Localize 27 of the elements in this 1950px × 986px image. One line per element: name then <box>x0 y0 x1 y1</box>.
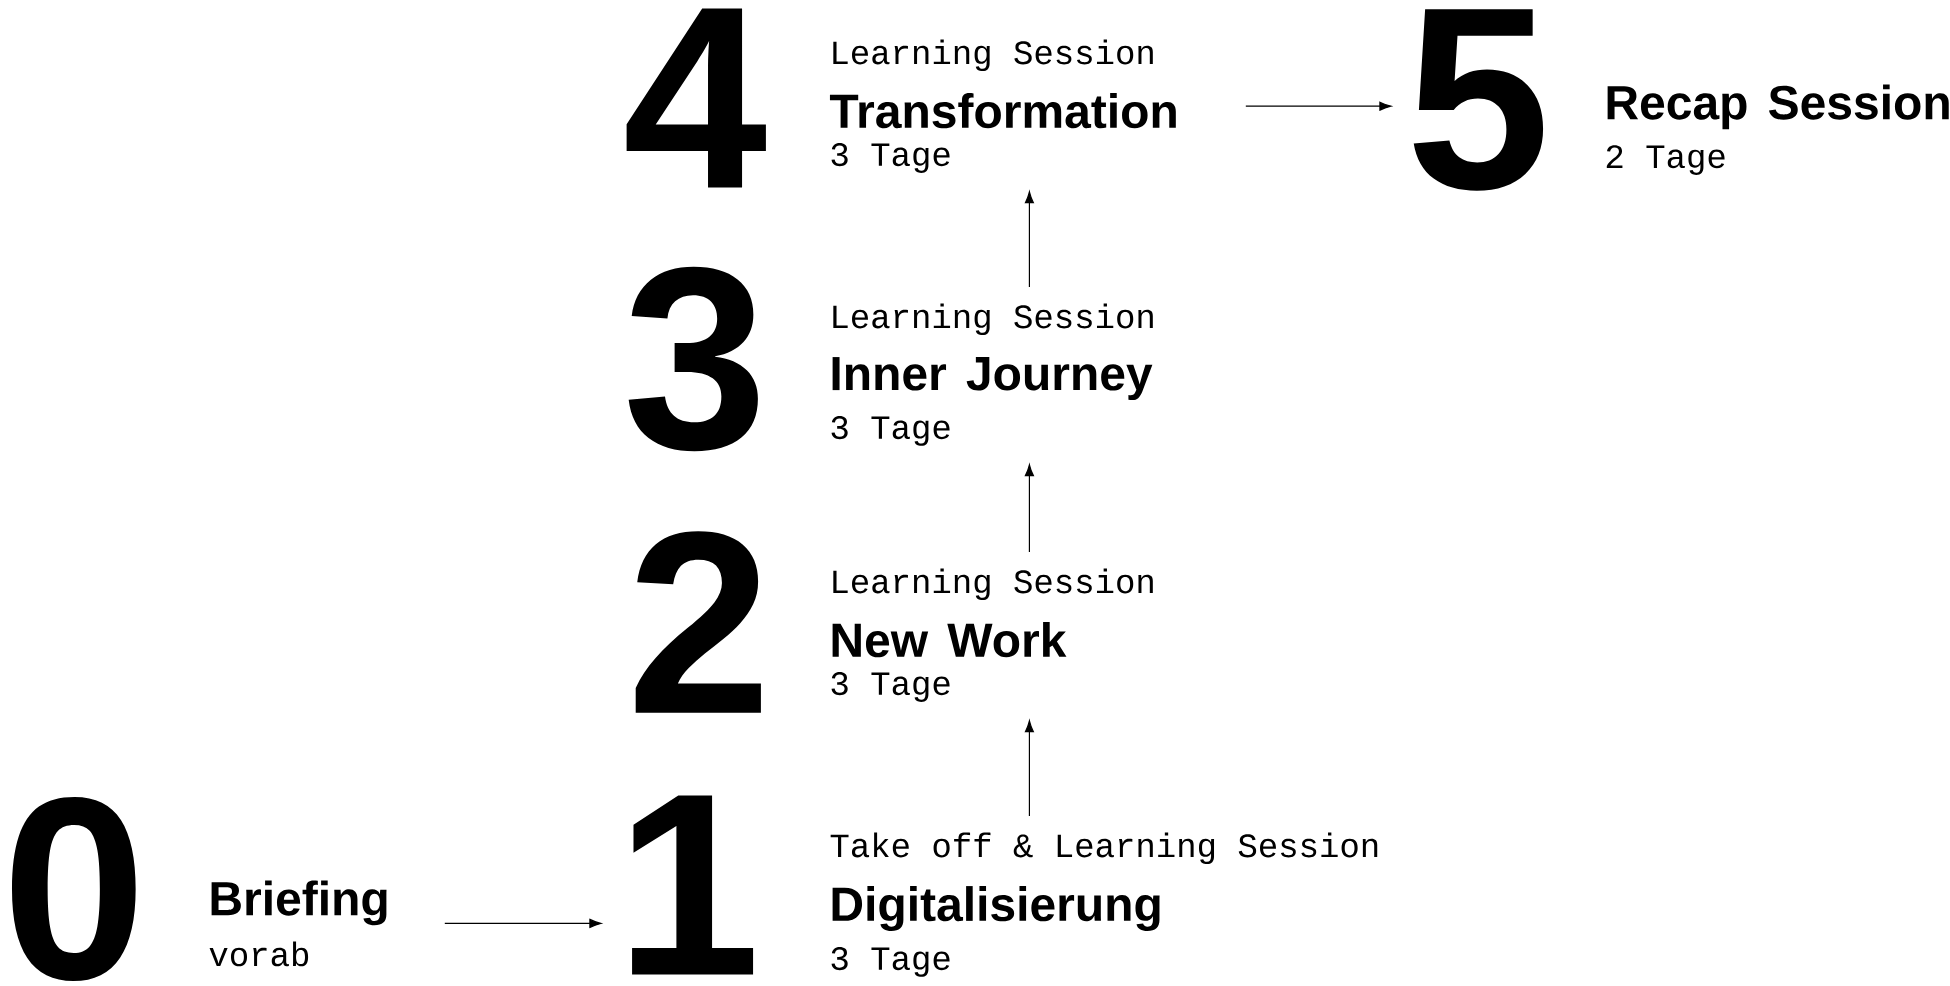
stage-number: 3 <box>628 266 758 452</box>
duration: 3 Tage <box>831 416 950 446</box>
duration: vorab <box>209 941 309 967</box>
stage-title: Digitalisierung <box>832 886 1160 932</box>
stage-number: 5 <box>1413 9 1544 191</box>
arrow <box>1024 464 1034 553</box>
session-type: Learning Session <box>833 303 1153 336</box>
session-type: Take off & Learning Session <box>830 832 1378 865</box>
arrow <box>1024 191 1034 288</box>
stage-title: Briefing <box>211 880 387 926</box>
stage-number: 1 <box>632 795 754 975</box>
session-type: Learning Session <box>833 568 1153 601</box>
stage-title: Transformation <box>829 93 1176 129</box>
duration: 2 Tage <box>1606 145 1725 175</box>
arrow <box>1245 101 1392 111</box>
stage-title: Recap Session <box>1607 84 1949 130</box>
session-type: Learning Session <box>833 39 1153 72</box>
arrow <box>444 918 602 928</box>
duration: 3 Tage <box>831 672 950 702</box>
stage-title: Inner Journey <box>832 357 1153 401</box>
duration: 3 Tage <box>831 947 950 977</box>
arrow <box>1024 720 1034 817</box>
duration: 3 Tage <box>831 143 950 173</box>
stage-title: New Work <box>832 622 1067 658</box>
stage-number: 0 <box>12 796 136 982</box>
stage-number: 4 <box>626 8 766 188</box>
stage-number: 2 <box>635 531 761 713</box>
